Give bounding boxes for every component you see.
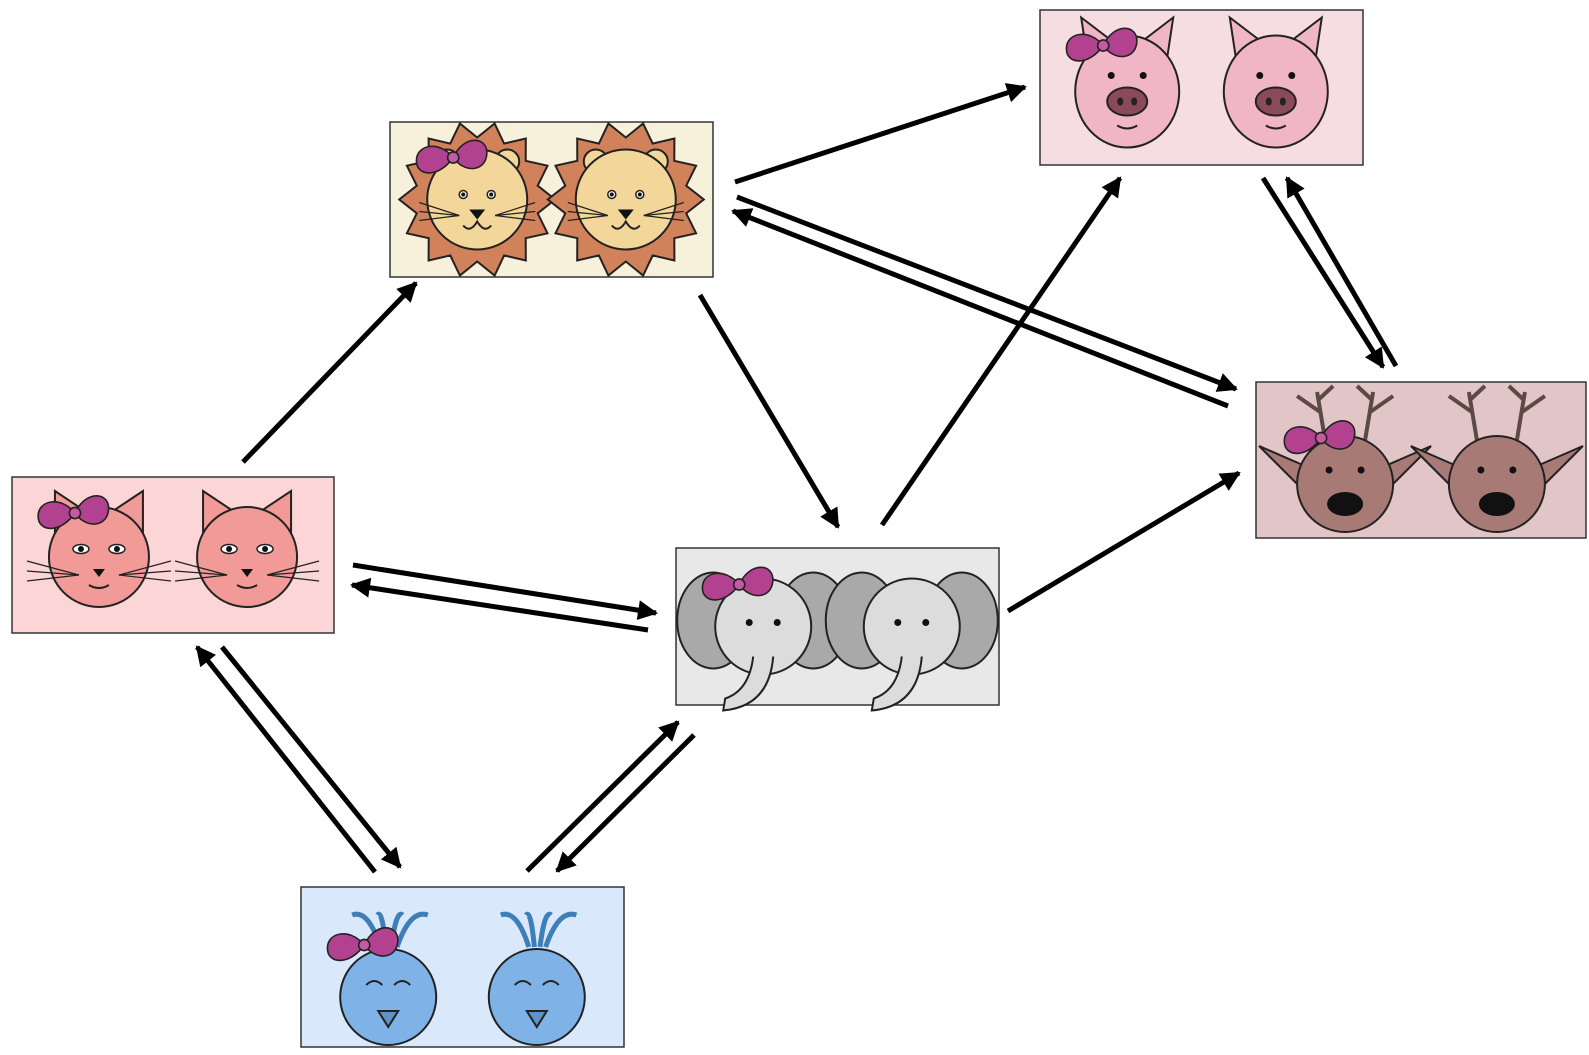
arrow-bird-to-cat — [195, 645, 377, 874]
arrow-cat-to-lion — [241, 281, 418, 464]
arrow-cat-to-bird — [220, 645, 402, 869]
node-cat-pair — [11, 476, 335, 634]
cat-face-with-bow-icon — [26, 489, 172, 608]
node-pig-pair — [1039, 9, 1364, 166]
bird-face-icon — [487, 911, 586, 1046]
node-bird-pair — [300, 886, 625, 1048]
edges-layer — [195, 83, 1399, 874]
elephant-face-icon — [824, 571, 999, 712]
arrow-elephant-to-pig — [879, 176, 1123, 527]
arrow-deer-to-lion — [731, 208, 1229, 409]
arrow-elephant-to-bird — [555, 733, 696, 873]
deer-face-icon — [1410, 384, 1584, 533]
lion-face-icon — [546, 121, 706, 278]
node-lion-pair — [389, 121, 714, 278]
pig-face-icon — [1222, 15, 1329, 149]
node-deer-pair — [1255, 381, 1587, 539]
arrow-lion-to-elephant — [697, 293, 841, 529]
bow-icon — [37, 495, 110, 530]
arrow-deer-to-pig — [1284, 176, 1399, 368]
bow-icon — [1065, 27, 1138, 62]
pig-face-with-bow-icon — [1065, 15, 1181, 149]
arrow-elephant-to-deer — [1006, 470, 1241, 614]
arrow-elephant-to-cat — [350, 577, 649, 633]
bow-icon — [415, 139, 488, 174]
arrow-bird-to-elephant — [525, 720, 680, 873]
arrow-pig-to-deer — [1260, 176, 1386, 369]
cat-face-icon — [174, 489, 320, 608]
bow-icon — [1283, 420, 1356, 455]
node-elephant-pair — [675, 547, 1000, 712]
bow-icon — [701, 566, 774, 601]
lion-face-with-bow-icon — [397, 121, 557, 278]
nodes-layer — [11, 9, 1587, 1048]
bird-face-with-bow-icon — [326, 911, 438, 1046]
bow-icon — [326, 927, 399, 962]
arrow-lion-to-deer — [736, 194, 1238, 392]
arrow-lion-to-pig — [734, 83, 1027, 185]
deer-face-with-bow-icon — [1258, 384, 1432, 533]
arrow-cat-to-elephant — [352, 562, 658, 621]
